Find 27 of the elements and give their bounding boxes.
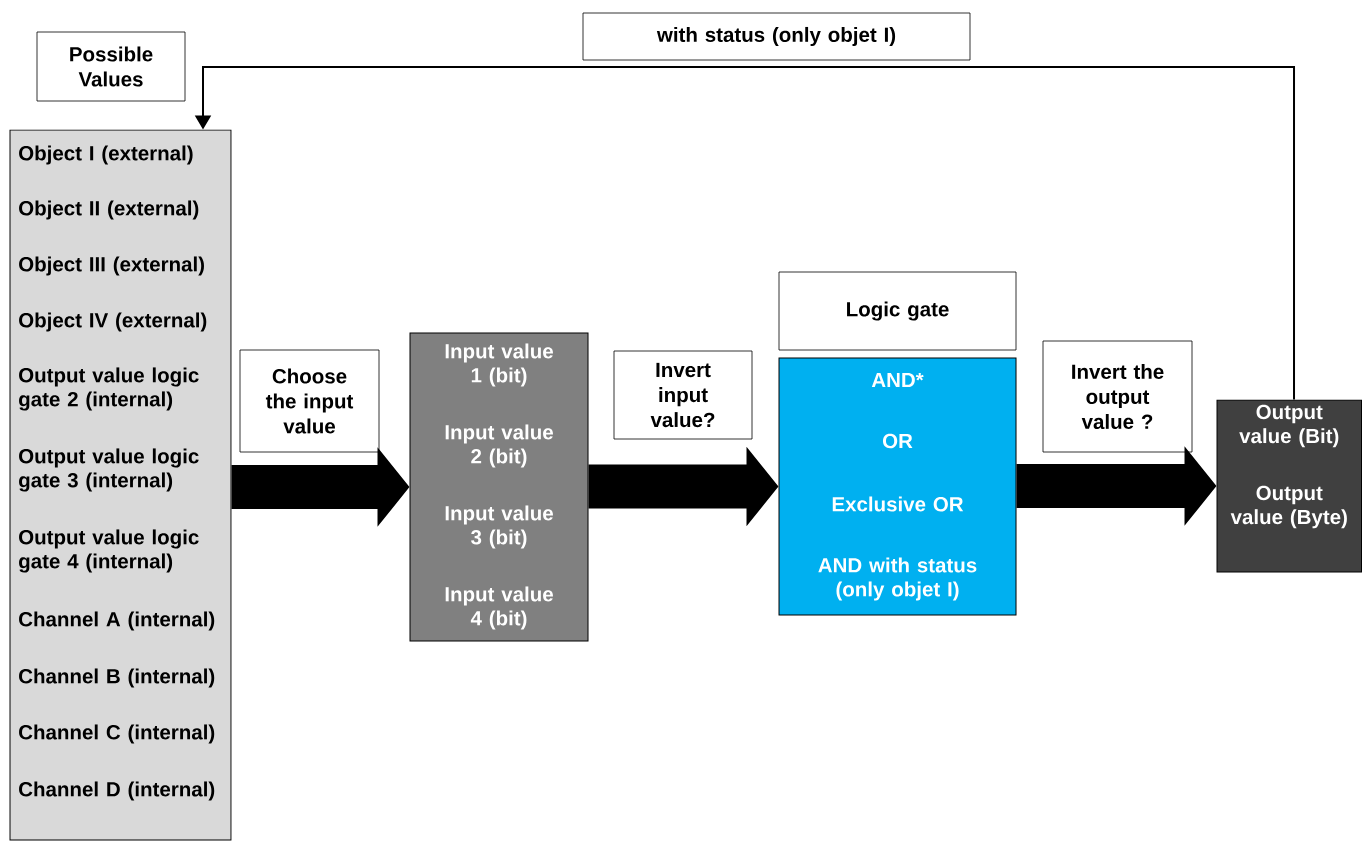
list-item: Output value logic gate 2 (internal) [19,367,199,411]
list-item: Object III (external) [19,256,204,276]
list-item: Output value logic gate 4 (internal) [19,529,199,573]
list-item: Channel A (internal) [19,611,215,631]
list-item: Channel D (internal) [19,781,215,801]
list-item: AND* [871,372,924,388]
label-box: Invert the output value ? [1042,340,1193,453]
list-item: Channel B (internal) [19,668,215,688]
list-item: OR [883,433,913,449]
list-item: AND with status (only objet I) [818,557,977,601]
list-item: Object II (external) [19,200,199,220]
label-box: Choose the input value [239,349,380,453]
list-item: Input value 3 (bit) [445,505,553,549]
list-item: Input value 1 (bit) [445,343,553,387]
label-box: Invert input value? [613,350,753,440]
heading-box: Possible Values [36,31,186,102]
list-item: Object I (external) [19,145,193,165]
list-item: Output value logic gate 3 (internal) [19,448,199,492]
list-item: Input value 4 (bit) [445,586,553,630]
list-item: Object IV (external) [19,312,207,332]
list-item: Exclusive OR [832,496,964,512]
list-item: Input value 2 (bit) [445,424,553,468]
label-box: with status (only objet I) [582,12,971,61]
list-item: Output value (Byte) [1230,485,1347,529]
list-item: Channel C (internal) [19,724,215,744]
heading-box: Logic gate [778,271,1017,351]
list-item: Output value (Bit) [1239,404,1339,448]
